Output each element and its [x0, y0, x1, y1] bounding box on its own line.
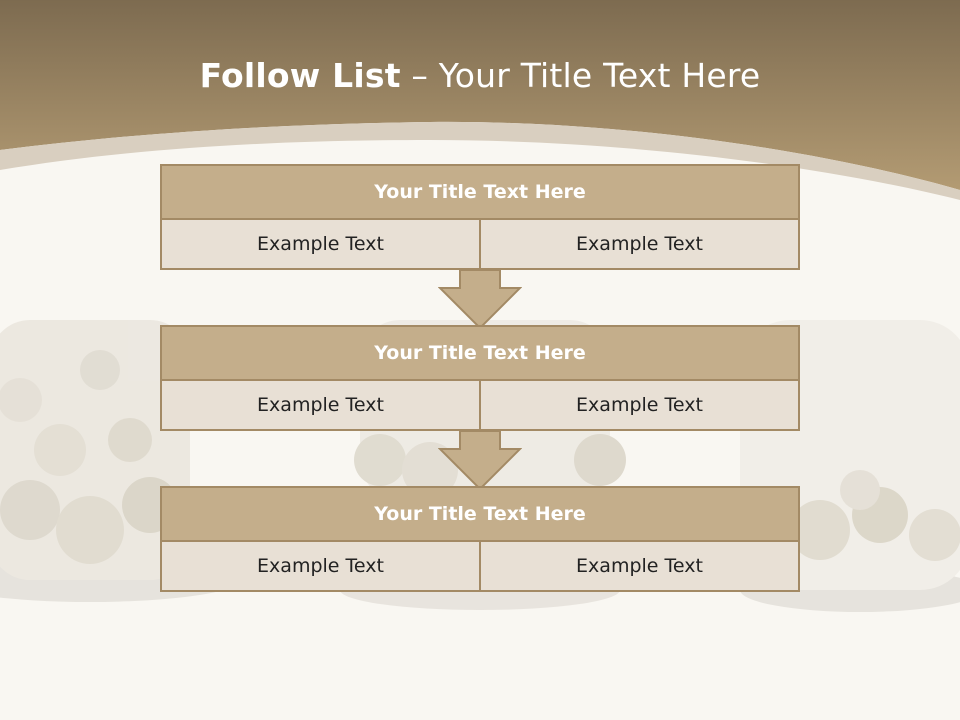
- block-row: Example Text Example Text: [160, 381, 800, 431]
- block-cell-left: Example Text: [257, 233, 384, 255]
- block-title: Your Title Text Here: [160, 486, 800, 542]
- header-band: [0, 0, 960, 200]
- list-block-1: Your Title Text Here Example Text Exampl…: [160, 164, 800, 270]
- block-cell-left: Example Text: [257, 555, 384, 577]
- slide-title-rest: – Your Title Text Here: [400, 56, 761, 95]
- list-block-2: Your Title Text Here Example Text Exampl…: [160, 325, 800, 431]
- block-title: Your Title Text Here: [160, 164, 800, 220]
- slide-title: Follow List – Your Title Text Here: [0, 56, 960, 95]
- block-row: Example Text Example Text: [160, 542, 800, 592]
- down-arrow-icon: [438, 431, 522, 491]
- block-row: Example Text Example Text: [160, 220, 800, 270]
- block-cell-left: Example Text: [257, 394, 384, 416]
- slide-title-bold: Follow List: [199, 56, 401, 95]
- block-cell-right: Example Text: [479, 381, 798, 429]
- block-cell-right: Example Text: [479, 542, 798, 590]
- down-arrow-icon: [438, 270, 522, 330]
- block-cell-right: Example Text: [479, 220, 798, 268]
- list-block-3: Your Title Text Here Example Text Exampl…: [160, 486, 800, 592]
- block-title: Your Title Text Here: [160, 325, 800, 381]
